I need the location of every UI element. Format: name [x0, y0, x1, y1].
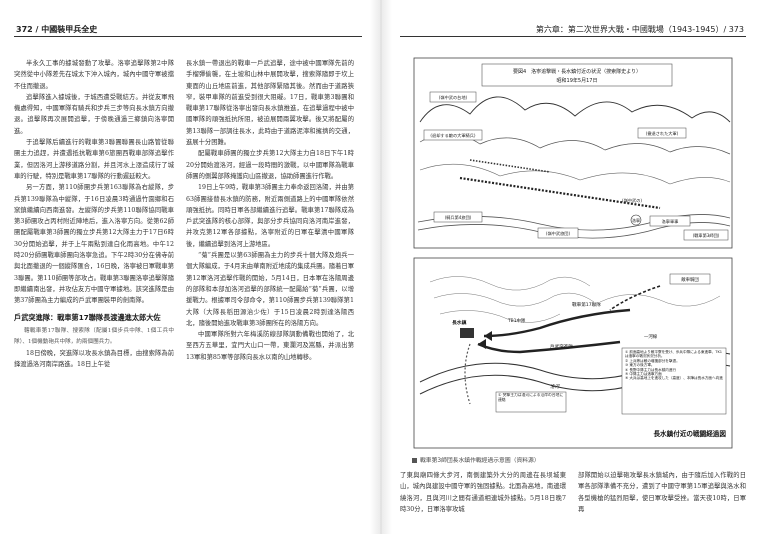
right-page-column-2: 部隊開始以迫擊砲攻擊長水鎮城內，由于隨后加入作戰的日軍各部隊準備不充分，遭到了中…: [578, 470, 746, 530]
page-header: 372 / 中國裝甲兵全史 第六章：第二次世界大戰・中國戰場（1943-1945…: [0, 0, 760, 42]
legend-item: ④ 長野中隊主力は長水鎮内進行: [625, 367, 677, 372]
legend-item: ② 上兵等は敵の増援部分を撃退。: [625, 358, 680, 363]
battle-progress-map: 長水鎮 戰車第17聯隊 敵車騎団 戶武突進隊 洛河 一河線 TB1中隊 ① 突撃…: [413, 257, 733, 449]
map1-title: 要図4 洛寧追撃戦・長水鎮付近の状況（搜索隊史より）: [513, 68, 641, 75]
paragraph: 中國軍隊所對六年梅溪防線部隊調動備戰也開始了，北至西方五華里，宜門大山口一帶，東…: [186, 331, 354, 361]
map1-label: (嶺中武旅団): [546, 230, 571, 237]
battle-maps-figure: 要図4 洛寧追撃戦・長水鎮付近の状況（搜索隊史より） 昭和19年5月17日 (嶺…: [413, 57, 733, 449]
unit-note: 轄戰車第17聯隊、搜索隊（配屬1個步兵中隊、1個工兵中隊）、1個機動砲兵中隊，約…: [14, 327, 174, 345]
paragraph: 18日傍晚，突進隊以攻長水鎮為目標，由搜索隊為前鋒渡過洛河南岸路進。18日上午從: [14, 350, 174, 369]
map1-date: 昭和19年5月17日: [557, 77, 598, 84]
map2-label: 敵車騎団: [681, 276, 699, 283]
map1-label: (撤退された大軍): [646, 130, 679, 137]
map2-label: TB1中隊: [507, 317, 526, 324]
paragraph: 部隊開始以迫擊砲攻擊長水鎮城內，由于隨后加入作戰的日軍各部隊準備不充分，遭到了中…: [578, 472, 746, 513]
right-page-column-1: 了東與廟四條大步河，南側建築外大分的周邊在長坝城東山，城內與建設中國守軍的強固據…: [400, 470, 566, 530]
map2-legend: ① 前面高地より敵平寮を受け、歩兵中隊による東進車、TK1は洛寧の戦況状況分析。…: [625, 350, 724, 381]
legend-item: ⑥ 大兵は高地上を進攻した（高度）、本陣は長水方面へ向進: [625, 376, 723, 381]
book-gutter: [370, 0, 392, 534]
caption-text: 戰車第3師団長水鎮作戰經過示意圖（資料源）: [420, 458, 540, 464]
panorama-sketch-map: 要図4 洛寧追撃戦・長水鎮付近の状況（搜索隊史より） 昭和19年5月17日 (嶺…: [413, 57, 733, 249]
header-rule-right: [400, 36, 746, 37]
map1-label: (嶺中武の): [622, 197, 642, 204]
map1-label: (嶺中武の台地): [439, 94, 468, 101]
left-page-column-1: 半永久工事的據城發動了攻擊。洛寧追擊隊第2中隊突然從中小隊差先在城太下沖入城內，…: [14, 58, 174, 526]
paragraph: “菊”兵團是以第63師團為主力的步兵十個大隊及炮兵一個大隊編成，于4月末由華南附…: [186, 252, 354, 327]
map1-label: 洛寧: [632, 217, 640, 223]
left-page-column-2: 長水鎮一帶退出的戰車一戶武追擊，途中被中國軍隊先前的手榴彈偷襲，在土坡和山林中展…: [186, 58, 354, 526]
paragraph: 19日上午9時，戰車第3師團主力奉命返回洛陽，并由第63師團接替長水鎮的防務，附…: [186, 184, 354, 248]
paragraph: 配屬戰車師團的獨立步兵第12大隊主力自18日下午1時20分開始渡洛河，經過一段時…: [186, 150, 354, 180]
map2-label: 一河線: [644, 333, 658, 340]
legend-item: ③ 東方の後方軍。: [625, 363, 655, 368]
paragraph: 了東與廟四條大步河，南側建築外大分的周邊在長坝城東山，城內與建設中國守軍的強固據…: [400, 472, 566, 513]
map1-label: 洛寧軍事: [662, 218, 679, 225]
section-heading: 戶武突進隊：戰車第17聯隊長渡邊進太郎大佐: [14, 312, 161, 322]
legend-item: ① 前面高地より敵平寮を受け、歩兵中隊による東進車、TK1は洛寧の戦況状況分析。: [625, 350, 723, 359]
map2-town-label: 長水鎮: [452, 319, 467, 326]
paragraph: 另一方面，第110師團步兵第163聯隊為右縱隊，步兵第139聯隊為中縱隊，于16…: [14, 184, 174, 305]
left-running-header: 372 / 中國裝甲兵全史: [16, 25, 98, 34]
map2-label: 戶武突進隊: [550, 343, 573, 350]
map2-title: 長水鎮付近の戦闘経過図: [653, 429, 726, 438]
map2-note: ① 突撃主力は洛河による沿岸の台地に連絡: [498, 393, 564, 402]
map1-label: (騎兵第4旅団): [445, 214, 472, 221]
paragraph: 長水鎮一帶退出的戰車一戶武追擊，途中被中國軍隊先前的手榴彈偷襲，在土坡和山林中展…: [186, 60, 354, 147]
paragraph: 于追擊隊后續進行的戰車第3聯團聯團長山路管從聯團主力追趕，并遭遇抵抗戰車第6旅團…: [14, 139, 174, 180]
figure-caption: 戰車第3師団長水鎮作戰經過示意圖（資料源）: [412, 455, 732, 464]
legend-item: ⑤ 中隊主力は洛寧方面: [625, 372, 662, 377]
map1-label: (戰車第3師団): [693, 232, 720, 239]
right-running-header: 第六章：第二次世界大戰・中國戰場（1943-1945）/ 373: [535, 25, 744, 34]
map2-river-label: 洛河: [550, 384, 561, 390]
header-rule-left: [14, 36, 362, 37]
caption-marker-icon: [412, 458, 417, 463]
paragraph: 半永久工事的據城發動了攻擊。洛寧追擊隊第2中隊突然從中小隊差先在城太下沖入城內，…: [14, 60, 174, 90]
paragraph: 追擊隊進入據城後，于城西遭受戰結方。并從友軍飛機處得知，中國軍隊有騎兵和步兵三步…: [14, 93, 174, 135]
map2-label: 戰車第17聯隊: [572, 301, 601, 308]
map1-label: (退却する敵の大軍騎兵): [430, 132, 476, 139]
